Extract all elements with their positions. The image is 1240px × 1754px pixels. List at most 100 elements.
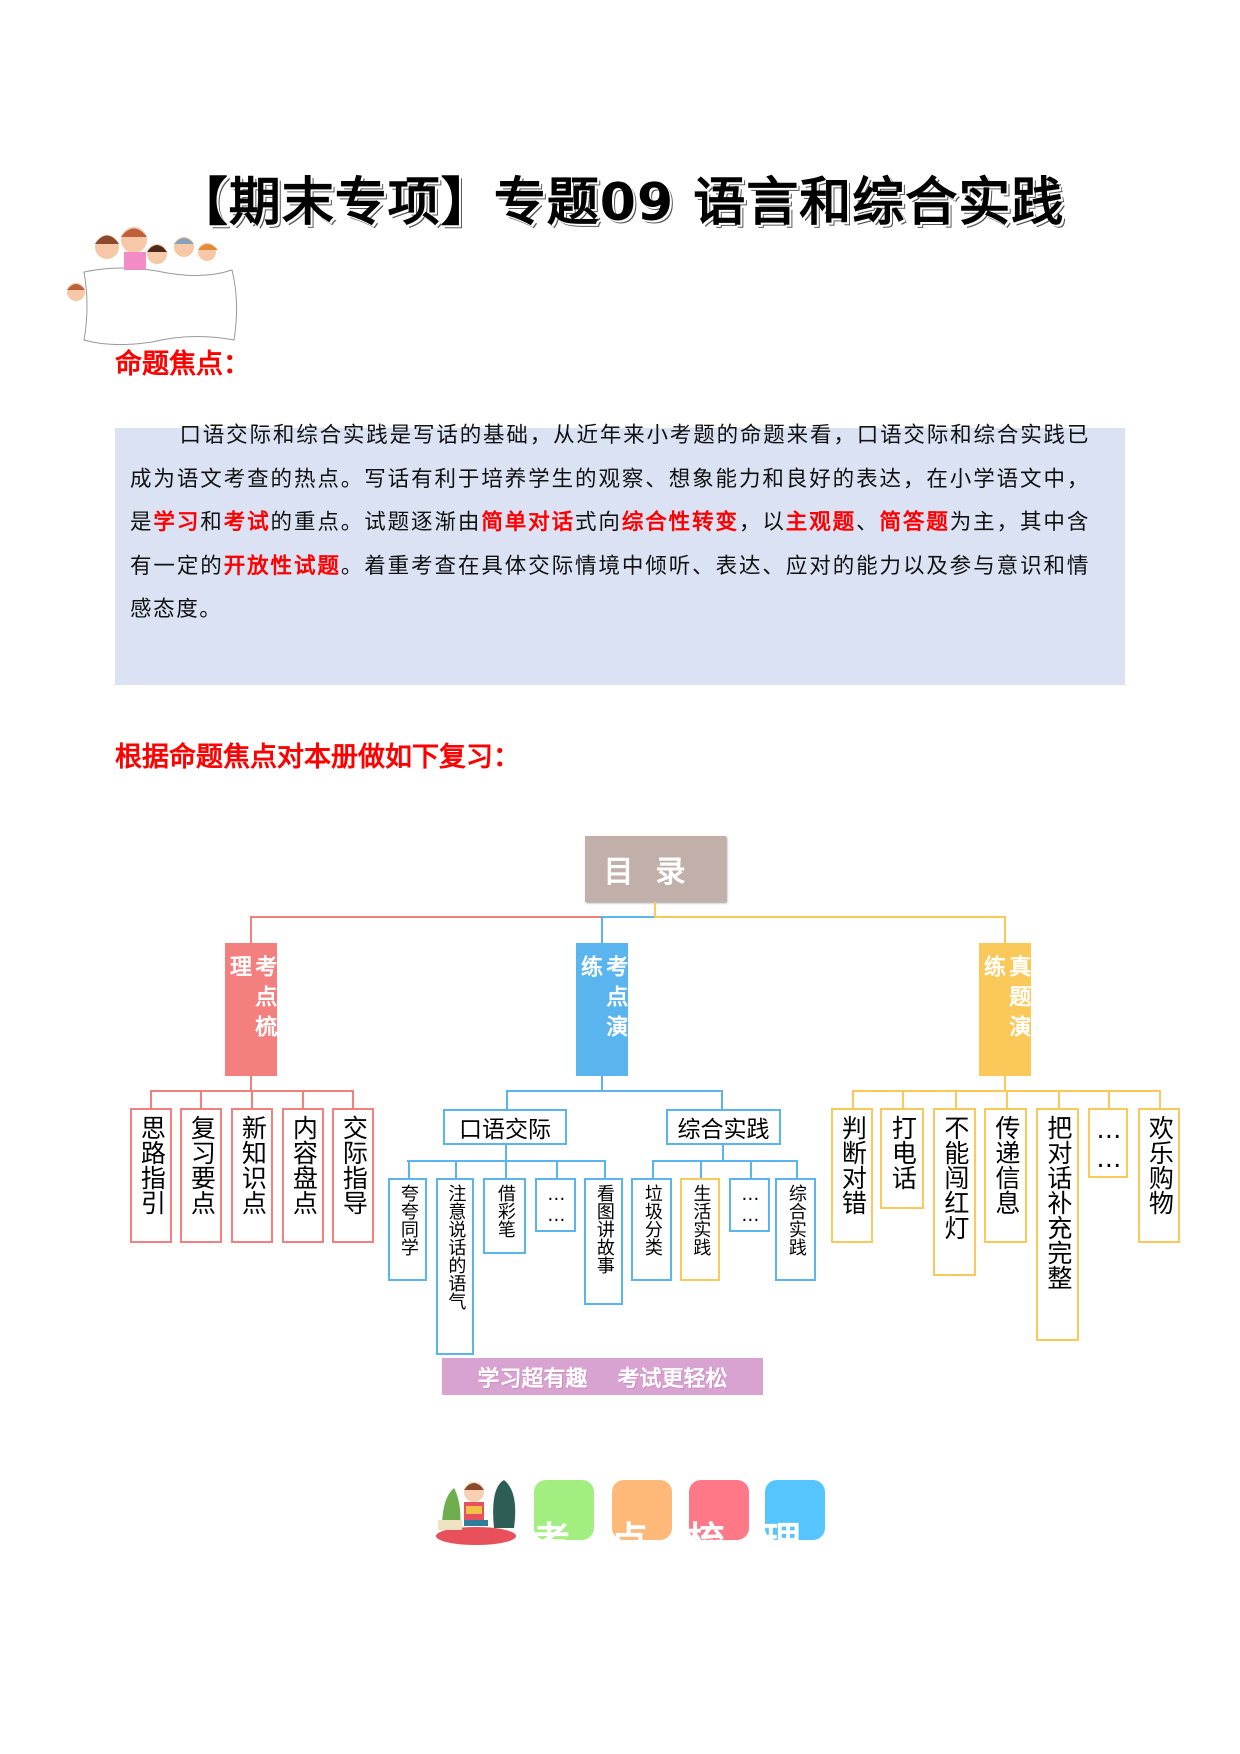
tile-char: 梳 (689, 1510, 725, 1540)
group-node: 口语交际 (443, 1109, 567, 1145)
connector-line (407, 1160, 410, 1178)
connector-line (700, 1160, 702, 1178)
connector-line (602, 916, 654, 918)
connector-line (455, 1160, 457, 1178)
tile-char: 理 (765, 1510, 801, 1540)
connector-line (302, 1090, 304, 1108)
connector-line (250, 916, 602, 918)
paragraph-text: ，以 (738, 510, 786, 535)
paragraph-text: 的重点。试题逐渐由 (270, 510, 482, 535)
connector-line (954, 1090, 957, 1108)
leaf-node: 垃圾分类 (631, 1178, 672, 1281)
connector-line (601, 916, 603, 943)
leaf-node: 夸夸同学 (388, 1178, 427, 1281)
connector-line (654, 902, 656, 918)
connector-line (1004, 916, 1006, 943)
reading-girl-image (436, 1480, 516, 1545)
slogan-right: 考试更轻松 (617, 1366, 728, 1392)
highlighted-text: 简单对话 (481, 510, 575, 535)
node-label: 考点演练 (577, 955, 628, 1045)
leaf-node: …… (1088, 1108, 1128, 1178)
branch-kaodian-shuli: 考点梳理 (225, 943, 277, 1076)
connector-line (506, 1090, 508, 1109)
connector-line (1159, 1090, 1161, 1108)
node-label: …… (739, 1183, 761, 1226)
toc-root-node: 目录 (585, 836, 726, 902)
leaf-node: 看图讲故事 (584, 1178, 623, 1305)
node-label: 判断对错 (838, 1115, 868, 1215)
node-label: 看图讲故事 (593, 1183, 615, 1274)
connector-line (251, 1090, 253, 1108)
paragraph-text: 和 (200, 510, 224, 535)
connector-line (504, 1160, 507, 1178)
node-label: …… (545, 1183, 567, 1226)
connector-line (902, 1090, 904, 1108)
node-label: …… (1094, 1115, 1124, 1173)
connector-line (505, 1145, 507, 1161)
connector-line (603, 1160, 606, 1178)
connector-line (1108, 1090, 1110, 1108)
node-label: 生活实践 (690, 1183, 712, 1256)
tile-char: 点 (612, 1510, 648, 1540)
connector-line (653, 1160, 796, 1162)
node-label: 打电话 (888, 1115, 918, 1190)
group-node: 综合实践 (666, 1109, 781, 1145)
node-label: 复习要点 (187, 1115, 217, 1215)
connector-line (250, 916, 252, 943)
focus-heading: 命题焦点： (115, 349, 250, 380)
connector-line (250, 1076, 252, 1091)
highlighted-text: 考试 (223, 510, 271, 535)
connector-line (1057, 1090, 1060, 1108)
leaf-node: 借彩笔 (483, 1178, 526, 1254)
node-label: 垃圾分类 (641, 1183, 663, 1256)
connector-line (721, 1090, 723, 1109)
node-label: 考点梳理 (226, 955, 277, 1045)
connector-line (852, 1090, 854, 1108)
tile-3: 梳 (689, 1480, 749, 1540)
paragraph-text: 为主，其中含有一定的 (130, 510, 1090, 579)
leaf-node: 生活实践 (680, 1178, 720, 1281)
node-label: 真题演练 (980, 955, 1031, 1045)
leaf-node: 交际指导 (332, 1108, 374, 1243)
connector-line (1004, 1076, 1006, 1091)
cartoon-kids-frame-image (67, 227, 238, 346)
node-label: 交际指导 (339, 1115, 369, 1215)
node-label: 思路指引 (137, 1115, 167, 1215)
connector-line (506, 1090, 723, 1092)
leaf-node: 注意说话的语气 (436, 1178, 474, 1355)
connector-line (795, 1160, 798, 1178)
leaf-node: 思路指引 (130, 1108, 172, 1243)
connector-line (150, 1090, 152, 1108)
branch-zhenti-yanlian: 真题演练 (979, 943, 1031, 1076)
tile-4: 理 (765, 1480, 825, 1540)
node-label: 传递信息 (991, 1115, 1021, 1215)
leaf-node: 复习要点 (180, 1108, 222, 1243)
leaf-node: 不能闯红灯 (933, 1108, 976, 1276)
leaf-node: 把对话补充完整 (1036, 1108, 1079, 1341)
connector-line (651, 1160, 654, 1178)
leaf-node: …… (729, 1178, 770, 1232)
slogan-banner: 学习超有趣 考试更轻松 (442, 1358, 763, 1395)
connector-line (749, 1160, 752, 1178)
leaf-node: 打电话 (880, 1108, 924, 1209)
page-title: 【期末专项】专题09 语言和综合实践 (175, 173, 1065, 233)
connector-line (1005, 1090, 1008, 1108)
node-label: 新知识点 (238, 1115, 268, 1215)
leaf-node: 综合实践 (775, 1178, 816, 1281)
slogan-left: 学习超有趣 (477, 1366, 588, 1392)
connector-line (200, 1090, 202, 1108)
tile-char: 考 (534, 1510, 570, 1540)
node-label: 不能闯红灯 (940, 1115, 970, 1240)
focus-paragraph: 口语交际和综合实践是写话的基础，从近年来小考题的命题来看，口语交际和综合实践已成… (130, 414, 1090, 632)
node-label: 综合实践 (785, 1183, 807, 1256)
paragraph-text: 。着重考查在具体交际情境中倾听、表达、应对的能力以及参与意识和情感态度。 (130, 553, 1091, 623)
leaf-node: 欢乐购物 (1138, 1108, 1180, 1243)
node-label: 欢乐购物 (1145, 1115, 1175, 1215)
tile-2: 点 (612, 1480, 672, 1540)
connector-line (352, 1090, 354, 1108)
highlighted-text: 开放性试题 (223, 553, 341, 579)
highlighted-text: 学习 (153, 510, 201, 535)
focus-box (115, 428, 1125, 685)
highlighted-text: 综合性转变 (621, 510, 739, 535)
